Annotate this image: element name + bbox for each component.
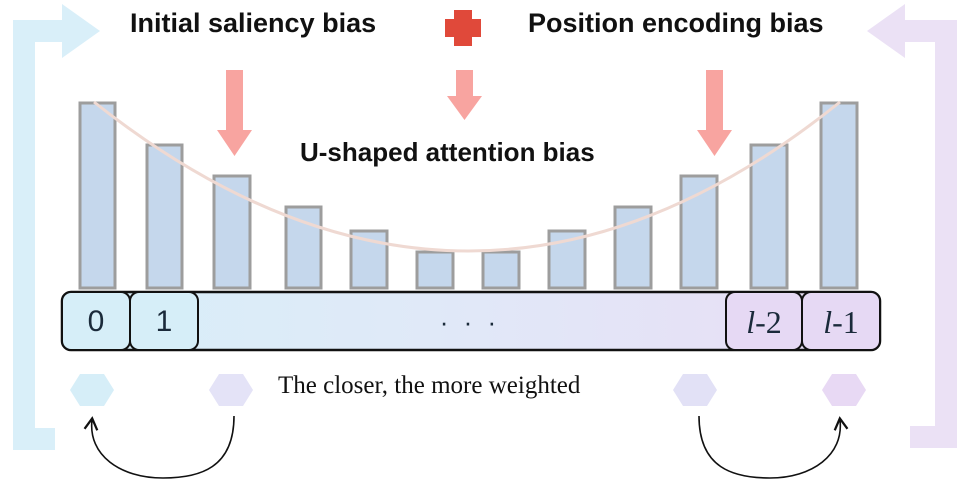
attention-bar xyxy=(749,143,789,290)
initial-saliency-bias-title: Initial saliency bias xyxy=(130,8,377,38)
position-encoding-bias-title: Position encoding bias xyxy=(528,8,824,38)
token-l-minus-1-label: l-1 xyxy=(802,296,880,348)
token-l-minus-2-label: l-2 xyxy=(726,296,802,348)
curved-arrow-icon xyxy=(698,415,849,479)
u-shaped-curve xyxy=(93,100,841,253)
caption: The closer, the more weighted xyxy=(278,372,581,399)
token-offset: -1 xyxy=(832,304,859,340)
attention-bar xyxy=(415,250,455,290)
hexagon-icon xyxy=(822,374,866,406)
plus-icon xyxy=(445,10,481,46)
attention-bar xyxy=(78,101,117,290)
left-arrowhead-icon xyxy=(867,4,905,58)
attention-bar xyxy=(284,205,323,290)
curved-arrow-icon xyxy=(83,415,235,479)
token-variable: l xyxy=(823,304,833,340)
attention-bar xyxy=(145,143,184,290)
hexagon-icon xyxy=(673,374,717,406)
token-0-label: 0 xyxy=(87,305,105,338)
token-offset: -2 xyxy=(755,304,782,340)
right-arrowhead-icon xyxy=(62,4,100,58)
down-arrow-icon xyxy=(217,70,252,156)
u-shaped-attention-bias-title: U-shaped attention bias xyxy=(300,137,595,167)
hexagon-icon xyxy=(70,374,114,406)
hexagon-icon xyxy=(209,374,253,406)
token-box xyxy=(801,291,881,351)
down-arrow-icon xyxy=(697,70,732,156)
token-box xyxy=(129,291,199,351)
attention-bar xyxy=(613,205,653,290)
attention-bars xyxy=(78,101,859,290)
attention-bar xyxy=(212,174,252,290)
ellipsis-label: · · · xyxy=(439,307,501,337)
token-variable: l xyxy=(746,304,756,340)
left-bracket xyxy=(13,4,100,450)
token-sequence xyxy=(60,290,882,352)
attention-bar xyxy=(819,101,859,290)
token-1-label: 1 xyxy=(155,305,173,338)
attention-bar xyxy=(481,250,521,290)
down-arrow-icon xyxy=(447,70,482,120)
right-bracket xyxy=(867,4,957,448)
